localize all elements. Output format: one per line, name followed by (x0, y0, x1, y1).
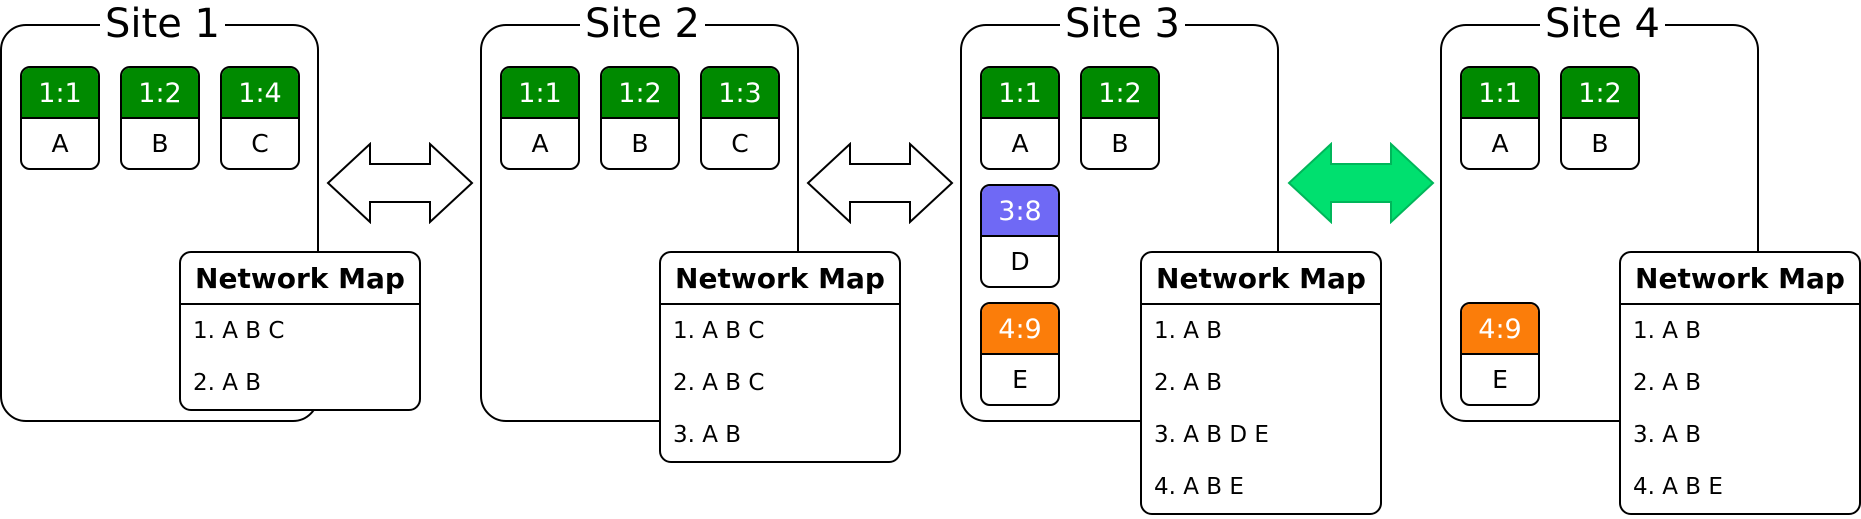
arrow-shape (806, 142, 954, 224)
node-tile: 4:9 E (1460, 302, 1540, 406)
network-map-title: Network Map (181, 253, 419, 305)
site-2-container: Site 2 1:1 A 1:2 B 1:3 C (480, 2, 799, 422)
node-id: 1:1 (22, 68, 98, 119)
network-map-site-4: Network Map 1. A B 2. A B 3. A B 4. A B … (1619, 251, 1861, 515)
node-label: E (1492, 365, 1508, 394)
node-id: 1:1 (502, 68, 578, 119)
node-label: B (1591, 129, 1609, 158)
network-map-row: 3. A B (1633, 422, 1702, 448)
node-id: 1:2 (1082, 68, 1158, 119)
node-tile: 1:4 C (220, 66, 300, 170)
network-map-site-1: Network Map 1. A B C 2. A B (179, 251, 421, 411)
node-id: 1:1 (982, 68, 1058, 119)
network-map-row: 2. A B (1633, 370, 1702, 396)
node-tile: 1:2 B (120, 66, 200, 170)
network-map-title: Network Map (1621, 253, 1859, 305)
node-label: B (631, 129, 649, 158)
node-tile: 1:1 A (20, 66, 100, 170)
node-tile: 1:3 C (700, 66, 780, 170)
site-4-container: Site 4 1:1 A 1:2 B 4:9 E (1440, 2, 1759, 422)
network-map-row: 2. A B C (673, 370, 765, 396)
site-title: Site 4 (1540, 2, 1665, 46)
network-map-row: 1. A B C (193, 318, 285, 344)
network-map-row: 2. A B (193, 370, 262, 396)
site-title: Site 1 (100, 2, 225, 46)
node-id: 4:9 (982, 304, 1058, 355)
node-id: 1:4 (222, 68, 298, 119)
node-id: 4:9 (1462, 304, 1538, 355)
node-label: C (251, 129, 269, 158)
node-label: C (731, 129, 749, 158)
node-label: A (531, 129, 549, 158)
node-tile: 1:1 A (980, 66, 1060, 170)
network-map-title: Network Map (661, 253, 899, 305)
network-map-row: 1. A B (1633, 318, 1702, 344)
node-label: B (151, 129, 169, 158)
network-map-row: 1. A B C (673, 318, 765, 344)
arrow-shape (326, 142, 474, 224)
double-arrow-icon (326, 142, 474, 224)
network-map-site-3: Network Map 1. A B 2. A B 3. A B D E 4. … (1140, 251, 1382, 515)
double-arrow-icon (806, 142, 954, 224)
node-label: D (1010, 247, 1030, 276)
double-arrow-icon (1287, 142, 1435, 224)
node-id: 1:1 (1462, 68, 1538, 119)
network-map-row: 3. A B D E (1154, 422, 1269, 448)
network-map-row: 1. A B (1154, 318, 1223, 344)
node-tile: 1:2 B (1560, 66, 1640, 170)
network-map-site-2: Network Map 1. A B C 2. A B C 3. A B (659, 251, 901, 463)
network-map-row: 4. A B E (1154, 474, 1244, 500)
site-3-container: Site 3 1:1 A 1:2 B 3:8 D 4:9 E (960, 2, 1279, 422)
site-title: Site 2 (580, 2, 705, 46)
node-tile: 4:9 E (980, 302, 1060, 406)
network-map-row: 4. A B E (1633, 474, 1723, 500)
node-label: A (1491, 129, 1509, 158)
node-tile: 1:1 A (1460, 66, 1540, 170)
node-label: A (51, 129, 69, 158)
node-label: A (1011, 129, 1029, 158)
arrow-shape (1287, 142, 1435, 224)
node-label: E (1012, 365, 1028, 394)
node-id: 1:2 (122, 68, 198, 119)
node-id: 1:2 (1562, 68, 1638, 119)
network-map-row: 3. A B (673, 422, 742, 448)
node-id: 1:2 (602, 68, 678, 119)
node-label: B (1111, 129, 1129, 158)
node-id: 1:3 (702, 68, 778, 119)
site-1-container: Site 1 1:1 A 1:2 B 1:4 C (0, 2, 319, 422)
node-tile: 1:1 A (500, 66, 580, 170)
node-tile: 1:2 B (600, 66, 680, 170)
site-title: Site 3 (1060, 2, 1185, 46)
node-tile: 1:2 B (1080, 66, 1160, 170)
node-tile: 3:8 D (980, 184, 1060, 288)
node-id: 3:8 (982, 186, 1058, 237)
network-map-title: Network Map (1142, 253, 1380, 305)
network-map-row: 2. A B (1154, 370, 1223, 396)
